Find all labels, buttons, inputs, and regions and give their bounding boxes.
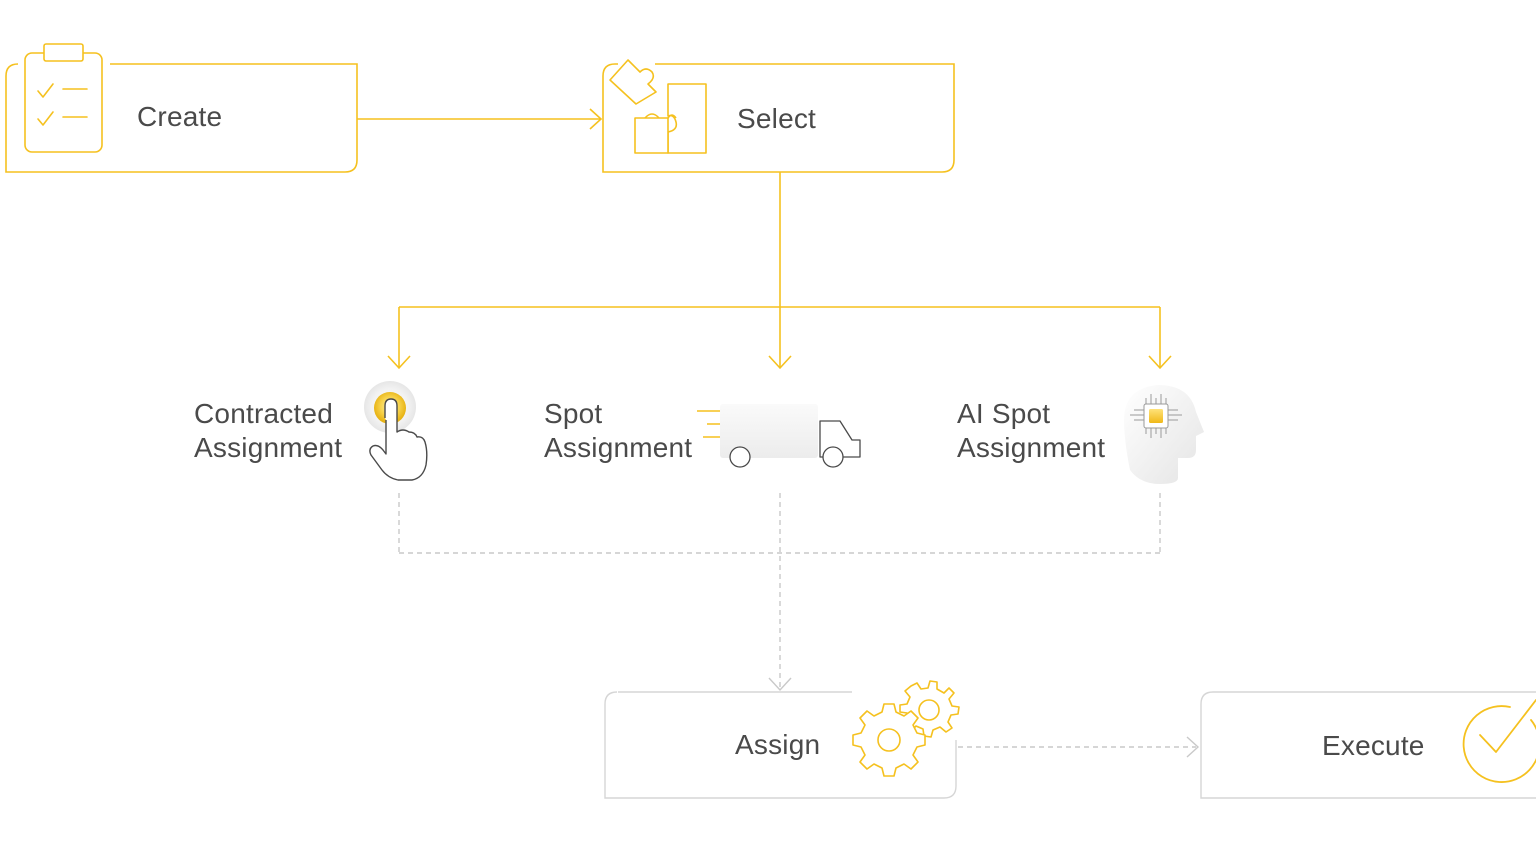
arrow-assign-to-execute xyxy=(958,736,1200,758)
arrow-create-to-select xyxy=(357,108,603,130)
branch-connector xyxy=(387,172,1172,370)
truck-icon xyxy=(697,404,861,468)
hand-pointer-icon xyxy=(364,381,428,481)
check-circle-icon xyxy=(1462,699,1536,783)
execute-box[interactable] xyxy=(1200,691,1536,799)
gears-icon xyxy=(852,680,960,777)
contracted-line2: Assignment xyxy=(194,432,343,463)
ai-spot-line2: Assignment xyxy=(957,432,1106,463)
ai-head-chip-icon xyxy=(1124,385,1204,484)
assign-label: Assign xyxy=(735,729,821,760)
select-box[interactable] xyxy=(602,63,955,173)
spot-line1: Spot xyxy=(544,398,603,429)
assign-box[interactable] xyxy=(604,691,957,799)
execute-label: Execute xyxy=(1322,730,1425,761)
ai-spot-assignment-label: AI Spot Assignment xyxy=(957,397,1105,465)
spot-line2: Assignment xyxy=(544,432,693,463)
puzzle-icon xyxy=(609,59,707,154)
create-label: Create xyxy=(137,101,223,132)
create-box[interactable] xyxy=(5,63,358,173)
contracted-line1: Contracted xyxy=(194,398,333,429)
select-label: Select xyxy=(737,103,817,134)
dashed-merge-connector xyxy=(398,493,1161,689)
spot-assignment-label: Spot Assignment xyxy=(544,397,692,465)
ai-spot-line1: AI Spot xyxy=(957,398,1051,429)
clipboard-checklist-icon xyxy=(24,43,103,153)
contracted-assignment-label: Contracted Assignment xyxy=(194,397,342,465)
arrow-head-to-assign xyxy=(768,677,792,692)
